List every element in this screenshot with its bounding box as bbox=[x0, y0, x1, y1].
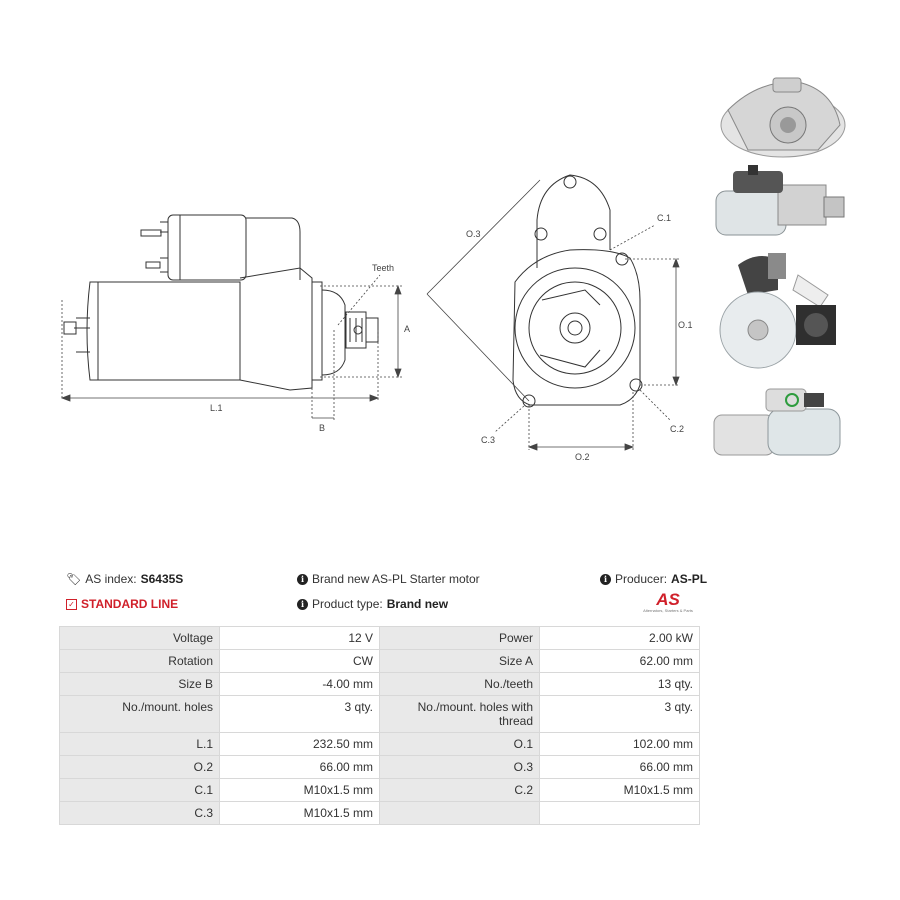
tag-icon: 🏷︎ bbox=[66, 572, 82, 586]
producer: i Producer: AS-PL bbox=[600, 572, 707, 586]
product-type-value: Brand new bbox=[386, 597, 449, 611]
dimension-c2-label: C.2 bbox=[670, 424, 684, 434]
dimension-a-label: A bbox=[404, 324, 410, 334]
side-view-dimensions bbox=[61, 274, 402, 420]
dimension-o2-label: O.2 bbox=[575, 452, 590, 462]
spec-value: 3 qty. bbox=[539, 695, 700, 733]
spec-value: 3 qty. bbox=[219, 695, 380, 733]
spec-value: -4.00 mm bbox=[219, 672, 380, 696]
asl-logo-mark: AS bbox=[656, 590, 680, 609]
product-info: 🏷︎ AS index: S6435S i Brand new AS-PL St… bbox=[60, 570, 707, 620]
as-index-label: AS index: bbox=[85, 572, 137, 586]
front-view-drawing bbox=[512, 174, 643, 408]
product-photo-side bbox=[715, 165, 845, 236]
spec-value: 102.00 mm bbox=[539, 732, 700, 756]
product-photo-angle bbox=[713, 388, 841, 456]
dimension-o3-label: O.3 bbox=[466, 229, 481, 239]
product-type-label: Product type: bbox=[312, 597, 383, 611]
spec-value: 13 qty. bbox=[539, 672, 700, 696]
dimension-c3-label: C.3 bbox=[481, 435, 495, 445]
spec-label: Size B bbox=[59, 672, 220, 696]
spec-label: Rotation bbox=[59, 649, 220, 673]
product-type: i Product type: Brand new bbox=[297, 597, 448, 611]
info-icon: i bbox=[297, 598, 308, 610]
side-view-drawing bbox=[63, 214, 379, 391]
standard-line-text: STANDARD LINE bbox=[81, 597, 179, 611]
spec-label: No./mount. holes bbox=[59, 695, 220, 733]
dimension-o1-label: O.1 bbox=[678, 320, 693, 330]
technical-drawing: Teeth A B L.1 O.3 C.1 bbox=[60, 174, 693, 462]
spec-label: C.3 bbox=[59, 801, 220, 825]
dimension-c1-label: C.1 bbox=[657, 213, 671, 223]
description-text: Brand new AS-PL Starter motor bbox=[312, 572, 480, 586]
as-index: 🏷︎ AS index: S6435S bbox=[66, 572, 183, 586]
spec-value: 232.50 mm bbox=[219, 732, 380, 756]
spec-value: 66.00 mm bbox=[219, 755, 380, 779]
side-view-dimension-lines bbox=[60, 284, 402, 419]
standard-line: ✓ STANDARD LINE bbox=[66, 597, 178, 611]
spec-value: M10x1.5 mm bbox=[219, 801, 380, 825]
spec-value: 62.00 mm bbox=[539, 649, 700, 673]
dimension-b-label: B bbox=[319, 423, 325, 433]
spec-label: C.1 bbox=[59, 778, 220, 802]
product-photo-front bbox=[720, 77, 846, 158]
info-icon: i bbox=[600, 573, 611, 585]
spec-value bbox=[539, 801, 700, 825]
spec-value: 2.00 kW bbox=[539, 626, 700, 650]
info-icon: i bbox=[297, 573, 308, 585]
dimension-l1-label: L.1 bbox=[210, 403, 223, 413]
asl-logo: AS Alternators, Starters & Parts bbox=[635, 591, 701, 613]
spec-value: CW bbox=[219, 649, 380, 673]
spec-label: No./mount. holes with thread bbox=[379, 695, 540, 733]
spec-label: No./teeth bbox=[379, 672, 540, 696]
front-view-dimension-lines bbox=[426, 179, 680, 451]
spec-value: M10x1.5 mm bbox=[539, 778, 700, 802]
as-index-value: S6435S bbox=[140, 572, 184, 586]
spec-label: O.1 bbox=[379, 732, 540, 756]
spec-value: 12 V bbox=[219, 626, 380, 650]
spec-label: L.1 bbox=[59, 732, 220, 756]
spec-value: M10x1.5 mm bbox=[219, 778, 380, 802]
spec-label: Voltage bbox=[59, 626, 220, 650]
spec-label: Size A bbox=[379, 649, 540, 673]
spec-label bbox=[379, 801, 540, 825]
description: i Brand new AS-PL Starter motor bbox=[297, 572, 480, 586]
product-photo-rear bbox=[719, 253, 836, 369]
spec-label: O.3 bbox=[379, 755, 540, 779]
producer-value: AS-PL bbox=[671, 572, 708, 586]
spec-label: Power bbox=[379, 626, 540, 650]
asl-logo-tagline: Alternators, Starters & Parts bbox=[643, 608, 693, 613]
producer-label: Producer: bbox=[615, 572, 668, 586]
spec-value: 66.00 mm bbox=[539, 755, 700, 779]
spec-label: O.2 bbox=[59, 755, 220, 779]
front-view-dimensions bbox=[494, 224, 680, 450]
teeth-label: Teeth bbox=[372, 263, 394, 273]
spec-label: C.2 bbox=[379, 778, 540, 802]
checkbox-icon: ✓ bbox=[66, 598, 77, 610]
